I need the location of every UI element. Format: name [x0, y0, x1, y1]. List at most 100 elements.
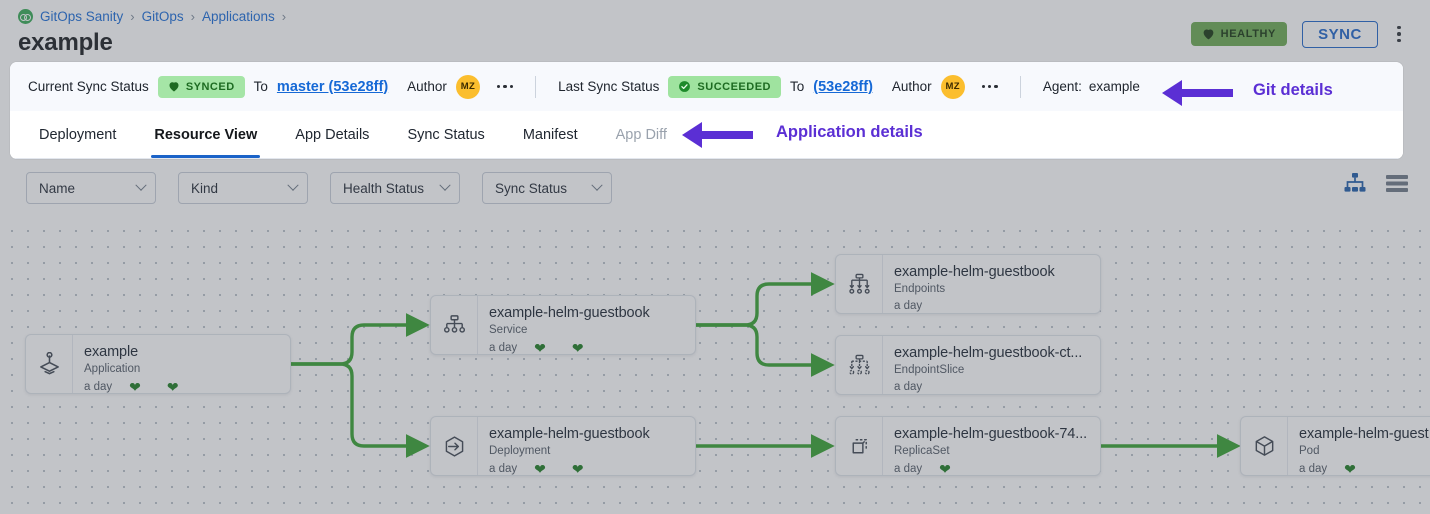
- health-heart-icon: ❤: [534, 340, 546, 356]
- current-sync-revision-link[interactable]: master (53e28ff): [276, 78, 389, 95]
- breadcrumb-item-applications[interactable]: Applications: [201, 9, 275, 24]
- replicaset-icon: [836, 417, 883, 475]
- kebab-menu-icon[interactable]: [1390, 23, 1408, 45]
- node-meta: a day ❤ ❤: [489, 462, 684, 476]
- arrow-tail: [1181, 89, 1233, 97]
- node-body: example Application a day ❤ ❤: [73, 335, 290, 394]
- page-title: example: [18, 29, 113, 56]
- divider: [1019, 75, 1021, 98]
- breadcrumb: GitOps Sanity › GitOps › Applications ›: [18, 9, 286, 24]
- divider: [535, 75, 537, 98]
- tab-bar: Deployment Resource View App Details Syn…: [10, 111, 1403, 159]
- sync-heart-icon: ❤: [166, 379, 179, 395]
- sync-button[interactable]: SYNC: [1302, 21, 1378, 48]
- node-kind: ReplicaSet: [894, 445, 950, 457]
- resource-graph-canvas[interactable]: example Application a day ❤ ❤: [0, 217, 1430, 514]
- node-title: example-helm-guest: [1299, 426, 1429, 442]
- tab-app-details[interactable]: App Details: [295, 126, 370, 143]
- tab-sync-status[interactable]: Sync Status: [407, 126, 485, 143]
- service-icon: [431, 296, 478, 354]
- graph-node-replicaset[interactable]: example-helm-guestbook-74... ReplicaSet …: [835, 416, 1101, 476]
- last-sync-status-label: Last Sync Status: [558, 79, 660, 94]
- annotation-arrow-git-details: [1162, 80, 1233, 106]
- node-age: a day: [894, 300, 923, 312]
- annotation-label-application-details: Application details: [776, 123, 923, 141]
- health-heart-icon: ❤: [534, 461, 546, 477]
- health-heart-icon: ❤: [939, 461, 951, 477]
- node-title: example-helm-guestbook-ct...: [894, 345, 1083, 361]
- check-circle-icon: [678, 80, 691, 93]
- endpoints-icon: [836, 255, 883, 313]
- application-icon: [26, 335, 73, 393]
- list-view-icon[interactable]: [1386, 173, 1408, 193]
- node-title: example-helm-guestbook: [489, 305, 650, 321]
- tab-deployment[interactable]: Deployment: [39, 126, 117, 143]
- agent-label: Agent:: [1042, 79, 1082, 94]
- node-meta: a day ❤: [1299, 462, 1430, 476]
- node-body: example-helm-guest Pod a day ❤: [1288, 417, 1430, 476]
- tree-view-icon[interactable]: [1344, 173, 1366, 193]
- ellipsis-icon[interactable]: [981, 84, 998, 89]
- ellipsis-icon[interactable]: [496, 84, 514, 89]
- node-meta: a day ❤ ❤: [84, 380, 279, 394]
- node-kind: Deployment: [489, 445, 551, 457]
- sync-status-bar: Current Sync Status SYNCED To master (53…: [10, 62, 1403, 111]
- graph-node-endpoints[interactable]: example-helm-guestbook Endpoints a day: [835, 254, 1101, 314]
- spotlight-panel: Current Sync Status SYNCED To master (53…: [10, 62, 1403, 159]
- view-toggle-group: [1344, 173, 1408, 193]
- filter-health-status-label: Health Status: [343, 180, 425, 196]
- node-meta: a day ❤ ❤: [489, 341, 684, 355]
- filter-health-status[interactable]: Health Status: [330, 172, 460, 204]
- filter-name-label: Name: [39, 180, 76, 196]
- node-body: example-helm-guestbook Deployment a day …: [478, 417, 695, 476]
- filter-kind[interactable]: Kind: [178, 172, 308, 204]
- arrow-tail: [701, 131, 753, 139]
- agent-group: Agent: example: [1043, 79, 1140, 94]
- breadcrumb-item-gitops-sanity[interactable]: GitOps Sanity: [40, 9, 124, 24]
- filter-sync-status-label: Sync Status: [495, 180, 568, 196]
- graph-node-pod[interactable]: example-helm-guest Pod a day ❤: [1240, 416, 1430, 476]
- node-title: example: [84, 344, 139, 360]
- last-sync-to-label: To: [790, 79, 805, 94]
- node-body: example-helm-guestbook-ct... EndpointSli…: [883, 336, 1100, 394]
- tab-app-diff[interactable]: App Diff: [615, 126, 667, 143]
- node-title: example-helm-guestbook-74...: [894, 426, 1088, 442]
- graph-edges: [289, 272, 1241, 458]
- node-meta: a day: [894, 300, 1089, 312]
- sync-heart-icon: ❤: [571, 461, 584, 477]
- filter-sync-status[interactable]: Sync Status: [482, 172, 612, 204]
- breadcrumb-item-gitops[interactable]: GitOps: [141, 9, 184, 24]
- filter-name[interactable]: Name: [26, 172, 156, 204]
- last-sync-author-label: Author: [891, 79, 932, 94]
- annotation-label-git-details: Git details: [1253, 81, 1333, 99]
- graph-node-endpointslice[interactable]: example-helm-guestbook-ct... EndpointSli…: [835, 335, 1101, 395]
- graph-node-application[interactable]: example Application a day ❤ ❤: [25, 334, 291, 394]
- avatar: MZ: [455, 74, 480, 99]
- avatar: MZ: [940, 74, 965, 99]
- node-title: example-helm-guestbook: [894, 264, 1055, 280]
- tab-resource-view[interactable]: Resource View: [135, 111, 276, 158]
- sync-heart-icon: ❤: [571, 340, 584, 356]
- node-age: a day: [894, 381, 923, 393]
- endpointslice-icon: [836, 336, 883, 394]
- tab-manifest[interactable]: Manifest: [522, 126, 578, 143]
- graph-node-deployment[interactable]: example-helm-guestbook Deployment a day …: [430, 416, 696, 476]
- deployment-icon: [431, 417, 478, 475]
- node-kind: Endpoints: [894, 283, 946, 295]
- node-age: a day: [1299, 463, 1328, 475]
- graph-node-service[interactable]: example-helm-guestbook Service a day ❤ ❤: [430, 295, 696, 355]
- agent-value: example: [1088, 79, 1140, 94]
- node-kind: Application: [84, 363, 141, 375]
- node-kind: EndpointSlice: [894, 364, 965, 376]
- node-age: a day: [489, 342, 518, 354]
- current-sync-status-label: Current Sync Status: [28, 79, 149, 94]
- node-age: a day: [894, 463, 923, 475]
- health-heart-icon: ❤: [129, 379, 141, 395]
- node-kind: Service: [489, 324, 528, 336]
- filter-toolbar: Name Kind Health Status Sync Status: [0, 159, 1430, 217]
- gitops-logo-icon: [18, 9, 33, 24]
- heart-icon: [1202, 28, 1215, 40]
- current-sync-status-badge: SYNCED: [157, 75, 245, 98]
- last-sync-revision-link[interactable]: (53e28ff): [813, 78, 873, 95]
